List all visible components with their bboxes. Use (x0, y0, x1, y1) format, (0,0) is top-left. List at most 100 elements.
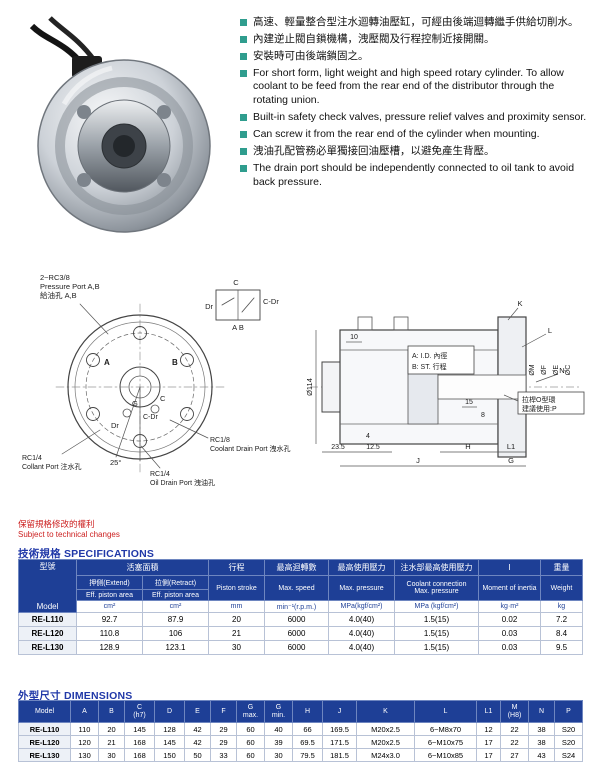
dim-10: 10 (350, 334, 358, 341)
spec-cell: 1.5(15) (394, 612, 479, 627)
square-bullet-icon (240, 19, 247, 26)
dim-cell: M20x2.5 (356, 735, 415, 749)
dia-e-label: ØE (553, 365, 560, 375)
square-bullet-icon (240, 131, 247, 139)
spec-sub-eff1: Eff. piston area (76, 589, 143, 601)
dim-8: 8 (481, 412, 485, 419)
note-stroke: B: ST. 行程 (412, 362, 447, 371)
dim-cell: 66 (292, 722, 323, 736)
dim-cell: 38 (528, 735, 555, 749)
port-label-dr: Dr (111, 421, 119, 430)
dim-header-cell: L1 (476, 700, 501, 723)
side-view-diagram: Ø114 10 4 23.5 12.5 15 8 H L1 J G K L N … (305, 299, 585, 467)
square-bullet-icon (240, 114, 247, 122)
dim-15: 15 (465, 399, 473, 406)
dim-header-cell: A (70, 700, 99, 723)
spec-col-stroke: 行程 (208, 559, 265, 576)
spec-table-row: RE-L130 128.9 123.1 30 6000 4.0(40) 1.5(… (18, 640, 583, 655)
dim-header-cell: G min. (264, 700, 293, 723)
dim-cell: 181.5 (322, 748, 357, 762)
dim-cell: M20x2.5 (356, 722, 415, 736)
spec-table: 型號 Model 活塞面積 行程 最高迴轉數 最高使用壓力 注水部最高使用壓力 … (18, 559, 583, 655)
square-bullet-icon (240, 164, 247, 172)
coolant-drain-label-1: RC1/8 (210, 437, 230, 444)
dim-title-en: DIMENSIONS (63, 690, 133, 702)
dim-cell: 168 (124, 735, 155, 749)
schematic-label-cdr: C-Dr (263, 297, 279, 306)
spec-cell: 6000 (264, 626, 329, 641)
spec-model-en: Model (36, 602, 59, 611)
spec-sub-weight-en: Weight (540, 575, 583, 601)
dim-cell: 27 (500, 748, 529, 762)
dim-cell: 12 (476, 722, 501, 736)
spec-cell: 1.5(15) (394, 626, 479, 641)
dim-table-row: RE-L120 120 21 168 145 42 29 60 39 69.5 … (18, 735, 583, 749)
dim-cell: 79.5 (292, 748, 323, 762)
front-view-diagram: C C-Dr Dr A B 2~RC3/8 Pressure Port A,B … (22, 273, 291, 487)
dim-cell: 145 (124, 722, 155, 736)
dim-cell: 6~M10x85 (414, 748, 477, 762)
dim-cell: 145 (154, 735, 185, 749)
dim-table-row: RE-L130 130 30 168 150 50 33 60 30 79.5 … (18, 748, 583, 762)
pressure-port-label-2: Pressure Port A,B (40, 282, 100, 291)
dim-section-title: 外型尺寸 DIMENSIONS (18, 688, 132, 703)
feature-text: 安裝時可由後端鎖固之。 (253, 49, 369, 62)
spec-cell: 0.02 (478, 612, 541, 627)
dim-cell: 17 (476, 748, 501, 762)
spec-cell: 0.03 (478, 640, 541, 655)
dimensions-table: Model A B C (h7) D E F G max. G min. H J… (18, 700, 583, 762)
dim-header-cell: D (154, 700, 185, 723)
feature-item: 內建逆止閥自鎖機構，洩壓閥及行程控制近接開關。 (240, 33, 592, 47)
dim-cell: 60 (236, 748, 265, 762)
spec-unit-cell: kg·m² (478, 600, 541, 613)
feature-item: 安裝時可由後端鎖固之。 (240, 50, 592, 64)
dim-cell: 20 (98, 722, 125, 736)
spec-col-area: 活塞面積 (76, 559, 209, 576)
dim-cell: 30 (264, 748, 293, 762)
spec-unit-cell: kg (540, 600, 583, 613)
square-bullet-icon (240, 52, 247, 60)
spec-cell: 20 (208, 612, 265, 627)
spec-model-zh: 型號 (39, 562, 56, 571)
schematic-label-c: C (233, 278, 239, 287)
feature-text: The drain port should be independently c… (253, 161, 575, 188)
spec-section-title: 技術規格 SPECIFICATIONS (18, 546, 154, 561)
dim-cell: S24 (554, 748, 583, 762)
port-label-g: G (132, 399, 138, 408)
dim-header-cell: F (210, 700, 237, 723)
dim-cell: 29 (210, 722, 237, 736)
feature-item: Can screw it from the rear end of the cy… (240, 128, 592, 142)
dia-m-label: ØM (529, 364, 536, 375)
schematic-label-ab: A B (232, 323, 244, 332)
dim-header-row: Model A B C (h7) D E F G max. G min. H J… (18, 700, 583, 723)
dim-cell: 120 (70, 735, 99, 749)
feature-item: Built-in safety check valves, pressure r… (240, 111, 592, 125)
dim-dia114: Ø114 (305, 378, 314, 396)
feature-text: 高速、輕量整合型注水迴轉油壓缸，可經由後端迴轉繼手供給切削水。 (253, 16, 579, 28)
oring-note-2: 建議使用:P (522, 404, 557, 413)
spec-unit-cell: MPa (kgf/cm²) (394, 600, 479, 613)
disclaimer: 保留規格修改的權利 Subject to technical changes (18, 519, 120, 540)
spec-col-weight: 重量 (540, 559, 583, 576)
oil-drain-label-2: Oil Drain Port 洩油孔 (150, 478, 215, 487)
dim-cell: 40 (264, 722, 293, 736)
dim-cell: 39 (264, 735, 293, 749)
dim-4: 4 (366, 433, 370, 440)
spec-col-model: 型號 Model (18, 559, 77, 613)
spec-cell: 9.5 (540, 640, 583, 655)
dim-23-5: 23.5 (331, 444, 345, 451)
spec-unit-cell: MPa(kgf/cm²) (328, 600, 395, 613)
coolant-drain-label-2: Coolant Drain Port 洩水孔 (210, 444, 291, 453)
dim-n: N (559, 366, 564, 375)
feature-item: For short form, light weight and high sp… (240, 67, 592, 109)
feature-text: 內建逆止閥自鎖機構，洩壓閥及行程控制近接開關。 (253, 32, 495, 45)
feature-item: 洩油孔配管務必單獨接回油壓槽，以避免產生背壓。 (240, 145, 592, 159)
spec-cell: 6000 (264, 612, 329, 627)
spec-cell: 8.4 (540, 626, 583, 641)
dim-cell: 42 (184, 722, 211, 736)
note-id: A: I.D. 內徑 (412, 351, 447, 360)
dim-l: L (548, 326, 552, 335)
feature-text: 洩油孔配管務必單獨接回油壓槽，以避免產生背壓。 (253, 144, 495, 157)
dim-header-cell: K (356, 700, 415, 723)
